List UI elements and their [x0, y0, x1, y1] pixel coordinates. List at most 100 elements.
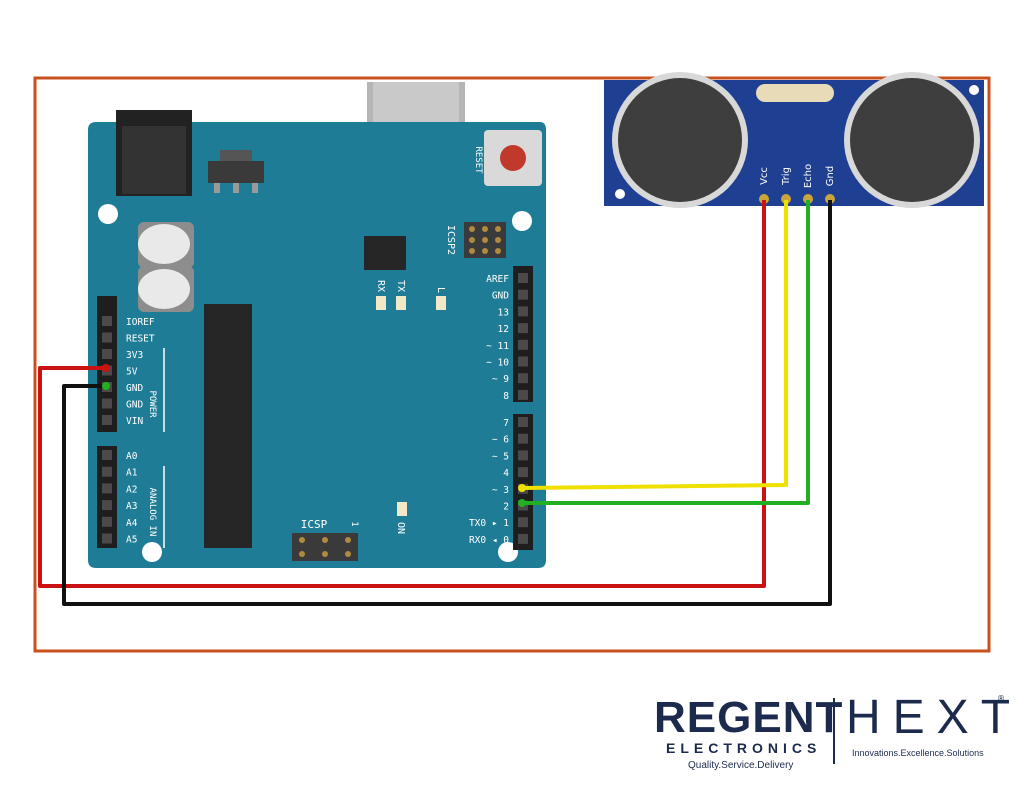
digital-pin-label: GND — [492, 291, 509, 302]
digital-pin-label: TX0 ▸ 1 — [469, 518, 509, 529]
digital-pin-socket — [518, 289, 528, 300]
crystal-oscillator — [756, 84, 834, 102]
analog-pin-socket — [102, 533, 112, 544]
arduino-board — [88, 110, 546, 568]
sensor-pin-label-vcc: Vcc — [759, 167, 770, 185]
ultrasonic-sensor — [604, 72, 984, 208]
reset-label: RESET — [473, 146, 483, 174]
tx-led — [396, 296, 406, 310]
wiring — [38, 200, 832, 606]
power-pin-socket — [102, 316, 112, 326]
power-pin-socket — [102, 349, 112, 359]
digital-header-high — [513, 266, 533, 402]
digital-pin-label: 2 — [503, 502, 509, 513]
hext-logo: HEXT — [846, 691, 1023, 744]
rx-led — [376, 296, 386, 310]
sensor-pin-echo — [803, 194, 813, 204]
analog-pin-label-a4: A4 — [126, 518, 138, 529]
logo-divider — [833, 698, 835, 764]
wire-endpoint — [518, 499, 526, 507]
digital-pin-socket — [518, 323, 528, 334]
on-label: ON — [395, 522, 406, 534]
digital-pin-label: ~ 5 — [492, 451, 509, 462]
analog-section-label: ANALOG IN — [147, 488, 157, 537]
sensor-pin-label-gnd: Gnd — [825, 166, 836, 186]
digital-pin-socket — [518, 417, 528, 427]
digital-pin-label: RX0 ◂ 0 — [469, 535, 509, 546]
reset-button-cap[interactable] — [500, 145, 526, 171]
digital-pin-socket — [518, 339, 528, 350]
voltage-regulator — [208, 161, 264, 183]
usb-chip — [364, 236, 406, 270]
digital-pin-label: ~ 9 — [492, 374, 509, 385]
analog-pin-socket — [102, 516, 112, 527]
analog-header — [97, 446, 117, 548]
digital-pin-label: 12 — [498, 324, 509, 335]
digital-pin-socket — [518, 373, 528, 384]
analog-pin-label-a0: A0 — [126, 451, 138, 462]
wire-endpoint — [102, 382, 110, 390]
icsp-pin1-label: 1 — [349, 521, 359, 526]
digital-pin-label: ~ 3 — [492, 485, 509, 496]
power-pin-label-ioref: IOREF — [126, 317, 155, 328]
capacitor — [138, 269, 190, 309]
diagram-frame — [33, 76, 991, 653]
microcontroller-chip — [204, 304, 252, 548]
power-pin-label-5v: 5V — [126, 367, 138, 378]
analog-pin-label-a3: A3 — [126, 501, 137, 512]
branding-footer: REGENT ELECTRONICS Quality.Service.Deliv… — [640, 692, 1010, 782]
icsp-label: ICSP — [301, 518, 328, 531]
power-pin-socket — [102, 415, 112, 425]
analog-pin-label-a2: A2 — [126, 484, 137, 495]
electronics-logo-text: ELECTRONICS — [666, 740, 822, 756]
digital-pin-label: ~ 10 — [486, 358, 509, 369]
power-pin-label-reset: RESET — [126, 334, 155, 345]
mount-hole — [98, 204, 118, 224]
power-pin-label-gnd: GND — [126, 400, 143, 411]
wire-trig — [521, 200, 788, 490]
sensor-pin-label-trig: Trig — [781, 167, 792, 186]
power-pin-label-3v3: 3V3 — [126, 350, 143, 361]
sensor-pin-trig — [781, 194, 791, 204]
analog-pin-socket — [102, 466, 112, 477]
regent-logo: REGENT — [654, 693, 844, 742]
hext-tagline: Innovations.Excellence.Solutions — [852, 748, 984, 758]
digital-pin-socket — [518, 517, 528, 528]
wire-endpoint — [518, 484, 526, 492]
power-pin-socket — [102, 332, 112, 343]
digital-pin-label: 13 — [498, 307, 509, 318]
power-header — [97, 296, 117, 432]
power-pin-socket — [102, 398, 112, 409]
digital-pin-socket — [518, 533, 528, 544]
digital-pin-socket — [518, 450, 528, 461]
icsp2-label: ICSP2 — [445, 225, 456, 255]
digital-pin-label: 8 — [503, 391, 509, 402]
analog-pin-label-a5: A5 — [126, 535, 137, 546]
analog-pin-socket — [102, 500, 112, 511]
wire-gnd — [62, 200, 832, 606]
digital-pin-socket — [518, 433, 528, 444]
digital-pin-socket — [518, 389, 528, 400]
sensor-pin-label-echo: Echo — [803, 164, 814, 188]
digital-pin-label: 4 — [503, 468, 509, 479]
wire-endpoint — [102, 364, 110, 372]
regent-tagline: Quality.Service.Delivery — [688, 760, 794, 771]
analog-pin-socket — [102, 483, 112, 494]
digital-pin-label: AREF — [486, 274, 509, 285]
mount-hole — [142, 542, 162, 562]
analog-pin-label-a1: A1 — [126, 468, 138, 479]
sensor-pin-gnd — [825, 194, 835, 204]
digital-pin-socket — [518, 273, 528, 283]
sensor-pin-vcc — [759, 194, 769, 204]
hext-registered-mark: ® — [997, 694, 1005, 703]
analog-pin-socket — [102, 450, 112, 460]
rx-label: RX — [375, 280, 386, 292]
power-pin-label-gnd: GND — [126, 383, 143, 394]
digital-pin-label: ~ 11 — [486, 341, 509, 352]
wire-echo — [522, 200, 810, 505]
digital-pin-label: ~ 6 — [492, 435, 509, 446]
digital-pin-socket — [518, 467, 528, 478]
l-label: L — [435, 287, 446, 293]
digital-pin-socket — [518, 356, 528, 367]
